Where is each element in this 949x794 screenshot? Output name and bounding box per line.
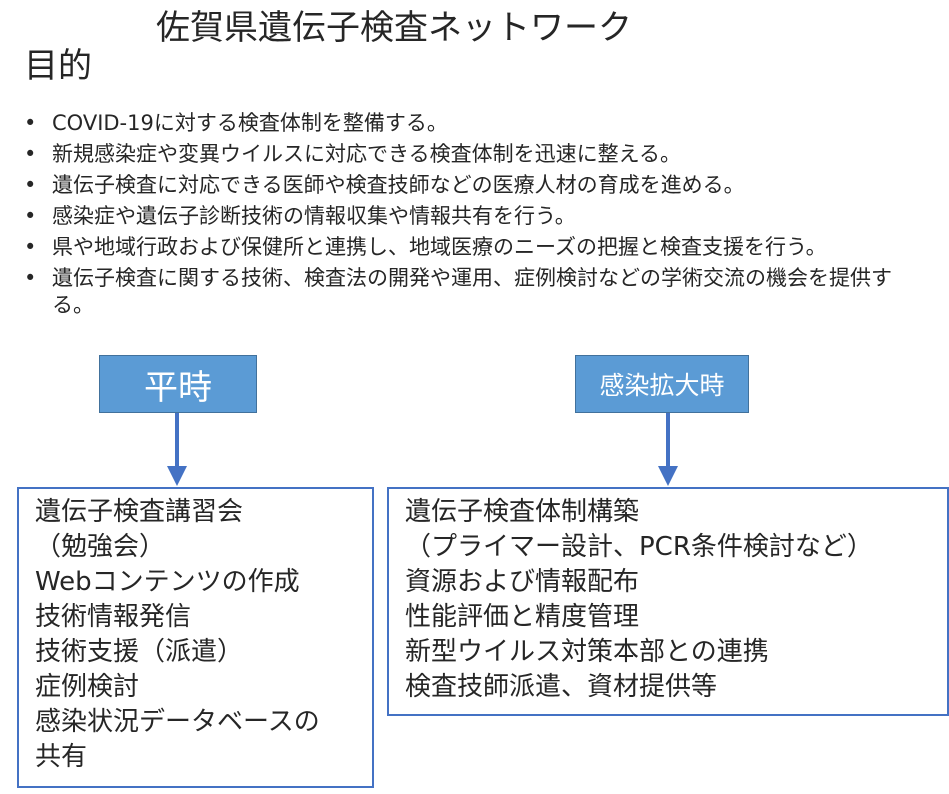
objective-text: 県や地域行政および保健所と連携し、地域医療のニーズの把握と検査支援を行う。 (52, 235, 827, 259)
activity-item: 性能評価と精度管理 (405, 602, 640, 632)
objective-text: 遺伝子検査に関する技術、検査法の開発や運用、症例検討などの学術交流の機会を提供す… (52, 266, 892, 317)
slide-title: 佐賀県遺伝子検査ネットワーク (156, 8, 632, 48)
list-item: • 感染症や遺伝子診断技術の情報収集や情報共有を行う。 (20, 203, 920, 230)
activity-item: 感染状況データベースの (35, 707, 320, 737)
activity-item: 共有 (35, 742, 88, 772)
list-item: • 遺伝子検査に対応できる医師や検査技師などの医療人材の育成を進める。 (20, 172, 920, 199)
spread-time-arrow-icon (658, 413, 678, 486)
normal-time-arrow-icon (167, 413, 187, 486)
activity-item: （プライマー設計、PCR条件検討など） (405, 532, 873, 562)
activity-item: Webコンテンツの作成 (35, 567, 300, 597)
normal-time-box: 平時 (99, 355, 257, 413)
objective-text: 新規感染症や変異ウイルスに対応できる検査体制を迅速に整える。 (52, 142, 681, 166)
objective-text: COVID-19に対する検査体制を整備する。 (52, 111, 448, 135)
bullet-icon: • (24, 142, 37, 166)
activity-item: 遺伝子検査講習会 (35, 497, 244, 527)
objectives-list: • COVID-19に対する検査体制を整備する。 • 新規感染症や変異ウイルスに対応… (20, 110, 920, 323)
list-item: • 遺伝子検査に関する技術、検査法の開発や運用、症例検討などの学術交流の機会を提供… (20, 265, 920, 319)
activity-item: 技術情報発信 (35, 602, 192, 632)
activity-item: 症例検討 (35, 672, 140, 702)
list-item: • 新規感染症や変異ウイルスに対応できる検査体制を迅速に整える。 (20, 141, 920, 168)
spread-time-activities: 遺伝子検査体制構築 （プライマー設計、PCR条件検討など） 資源および情報配布 … (387, 487, 949, 716)
list-item: • 県や地域行政および保健所と連携し、地域医療のニーズの把握と検査支援を行う。 (20, 234, 920, 261)
activity-item: 技術支援（派遣） (35, 637, 244, 667)
activity-item: 検査技師派遣、資材提供等 (405, 672, 718, 702)
activity-item: 遺伝子検査体制構築 (405, 497, 640, 527)
list-item: • COVID-19に対する検査体制を整備する。 (20, 110, 920, 137)
bullet-icon: • (24, 111, 37, 135)
bullet-icon: • (24, 173, 37, 197)
spread-time-box: 感染拡大時 (575, 355, 749, 413)
activity-item: 資源および情報配布 (405, 567, 640, 597)
bullet-icon: • (24, 266, 37, 290)
activity-item: 新型ウイルス対策本部との連携 (405, 637, 769, 667)
section-heading: 目的 (24, 46, 92, 86)
bullet-icon: • (24, 235, 37, 259)
activity-item: （勉強会） (35, 532, 166, 562)
bullet-icon: • (24, 204, 37, 228)
objective-text: 遺伝子検査に対応できる医師や検査技師などの医療人材の育成を進める。 (52, 173, 745, 197)
objective-text: 感染症や遺伝子診断技術の情報収集や情報共有を行う。 (52, 204, 576, 228)
normal-time-activities: 遺伝子検査講習会 （勉強会） Webコンテンツの作成 技術情報発信 技術支援（派… (17, 487, 374, 788)
